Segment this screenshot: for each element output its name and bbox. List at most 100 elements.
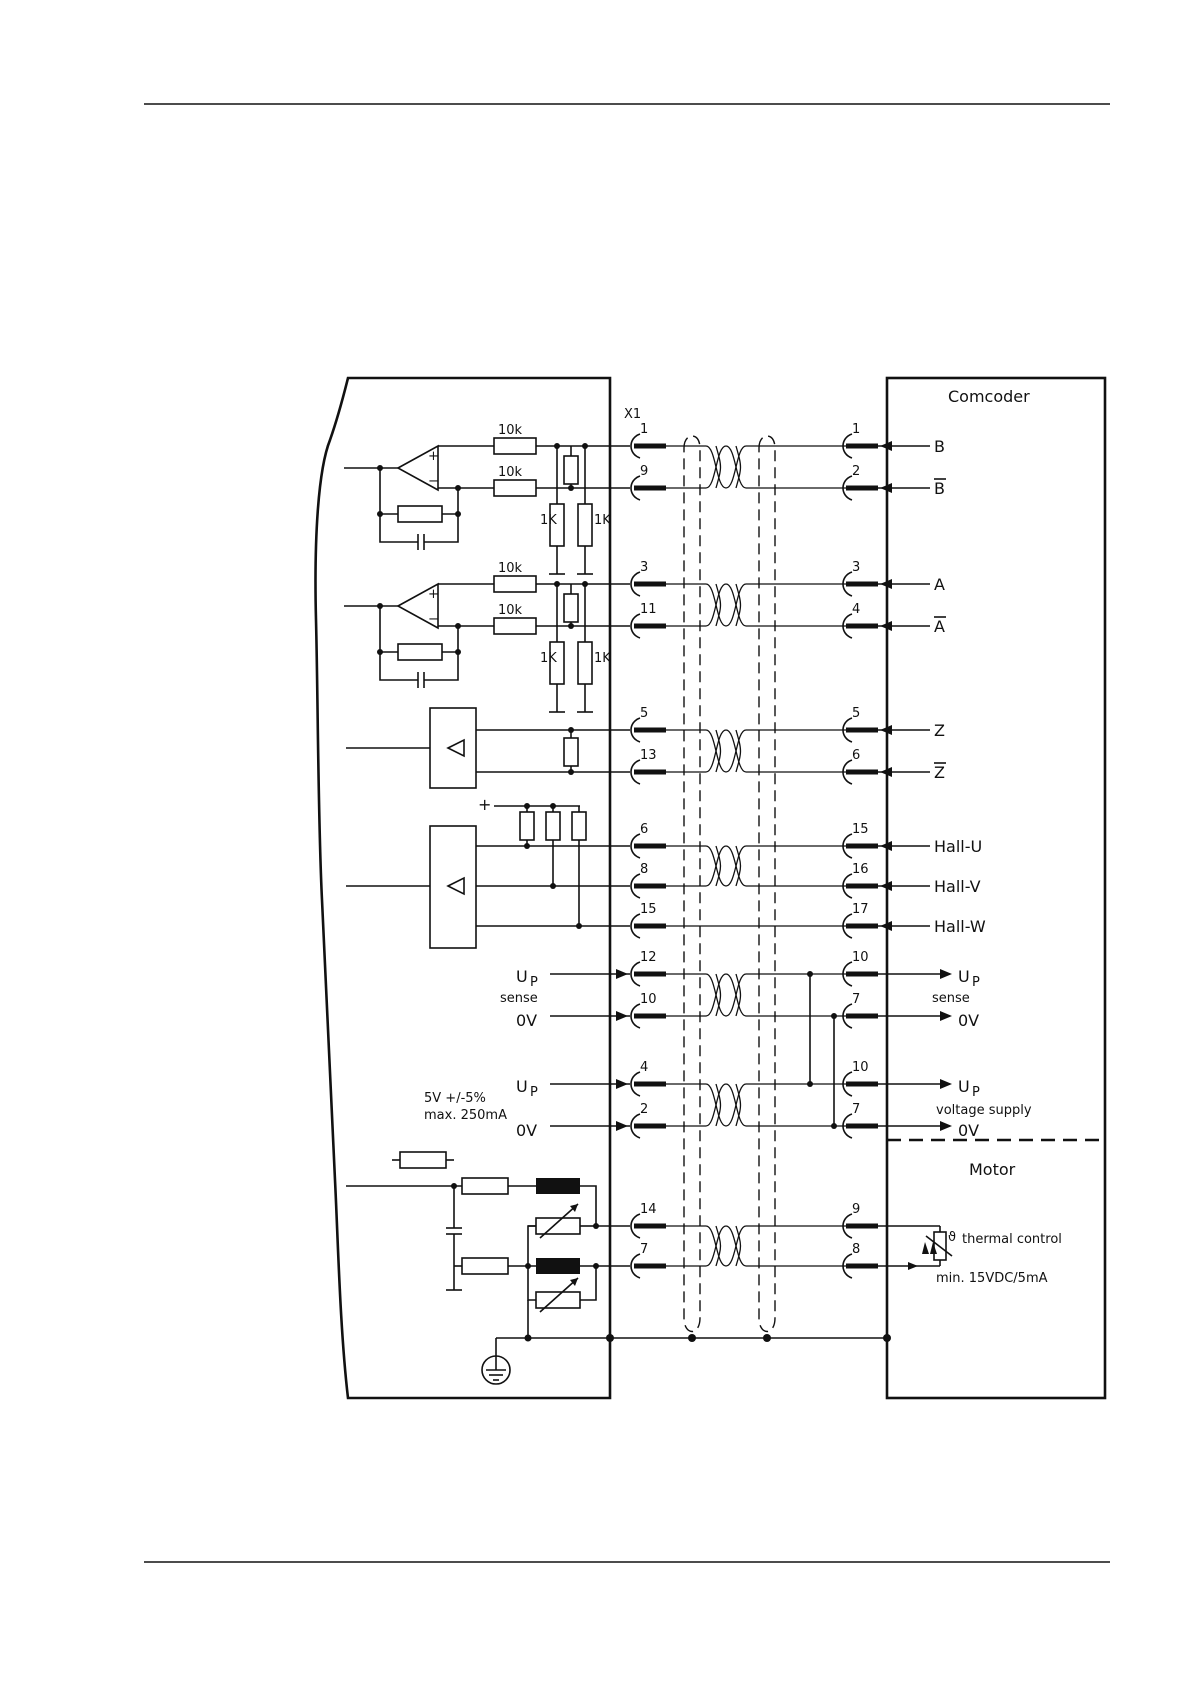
pin-number: 17	[852, 902, 869, 917]
plus-sign: +	[478, 795, 491, 814]
svg-text:P: P	[972, 1085, 980, 1100]
arrow-icon	[940, 1121, 952, 1131]
svg-text:P: P	[530, 1085, 538, 1100]
pin-number: 13	[640, 748, 657, 763]
sense-labels-left: U P sense 0V U P 5V +/-5% max. 250mA 0V	[424, 967, 538, 1140]
signal-label: Z	[934, 721, 945, 740]
twisted-wire	[666, 584, 846, 626]
pin-number: 2	[640, 1102, 648, 1117]
resistor-label: 1K	[594, 651, 611, 666]
resistor-label: 1K	[540, 651, 557, 666]
signal-label: Z	[934, 763, 945, 782]
svg-text:U: U	[958, 967, 970, 986]
pin-number: 8	[852, 1242, 860, 1257]
svg-text:+: +	[428, 587, 439, 602]
sense-labels-right: U P sense 0V U P voltage supply 0V	[932, 967, 1032, 1140]
signal-label: Hall-U	[934, 837, 982, 856]
pin-number: 4	[852, 602, 860, 617]
svg-text:0V: 0V	[516, 1121, 537, 1140]
pin-number: 8	[640, 862, 648, 877]
arrow-icon	[616, 1079, 628, 1089]
svg-text:−: −	[428, 474, 439, 489]
pin-number: 10	[852, 950, 869, 965]
shield-ground	[482, 1334, 891, 1384]
twisted-wire	[666, 974, 846, 1016]
twisted-wire	[666, 1084, 846, 1126]
pin-number: 5	[640, 706, 648, 721]
svg-text:sense: sense	[500, 991, 538, 1006]
pin-number: 15	[640, 902, 657, 917]
svg-text:0V: 0V	[958, 1011, 979, 1030]
svg-text:U: U	[516, 967, 528, 986]
pin-number: 9	[852, 1202, 860, 1217]
resistor-label: 1K	[594, 513, 611, 528]
svg-text:voltage supply: voltage supply	[936, 1103, 1032, 1118]
pin-number: 2	[852, 464, 860, 479]
receiver-a: + −	[344, 576, 630, 712]
pin-number: 15	[852, 822, 869, 837]
signal-label: B	[934, 479, 945, 498]
receiver-z	[346, 708, 630, 788]
svg-text:U: U	[516, 1077, 528, 1096]
svg-text:max. 250mA: max. 250mA	[424, 1108, 507, 1123]
twisted-wire	[666, 846, 846, 886]
twisted-wire	[666, 1226, 846, 1266]
svg-text:5V +/-5%: 5V +/-5%	[424, 1091, 486, 1106]
sense-bridge	[807, 971, 837, 1129]
pin-number: 3	[640, 560, 648, 575]
pin-number: 6	[640, 822, 648, 837]
thermal-sensor: ϑ thermal control min. 15VDC/5mA	[870, 1226, 1062, 1286]
signal-label: B	[934, 437, 945, 456]
twisted-wire	[666, 446, 846, 488]
arrow-icon	[616, 1121, 628, 1131]
receiver-b: + −	[344, 438, 630, 574]
resistor-label: 10k	[498, 603, 523, 618]
connector-label: X1	[624, 407, 641, 422]
resistor-label: 10k	[498, 423, 523, 438]
motor-title: Motor	[969, 1160, 1016, 1179]
twisted-wire	[666, 730, 846, 772]
twisted-wire	[666, 584, 846, 626]
connector-pins	[631, 434, 878, 1278]
pin-number: 5	[852, 706, 860, 721]
thermal-spec: min. 15VDC/5mA	[936, 1271, 1048, 1286]
svg-text:ϑ: ϑ	[948, 1230, 956, 1245]
pin-number: 7	[852, 1102, 860, 1117]
signal-label: A	[934, 575, 945, 594]
twisted-wire	[666, 974, 846, 1016]
signal-label: Hall-V	[934, 877, 981, 896]
pin-number: 7	[640, 1242, 648, 1257]
pin-number: 1	[640, 422, 648, 437]
arrow-icon	[616, 969, 628, 979]
pin-number: 9	[640, 464, 648, 479]
svg-text:0V: 0V	[958, 1121, 979, 1140]
arrow-icon	[940, 1011, 952, 1021]
twisted-wire	[666, 1084, 846, 1126]
pin-number: 4	[640, 1060, 648, 1075]
twisted-wire	[666, 730, 846, 772]
thermal-filter	[346, 1152, 630, 1338]
pin-number: 16	[852, 862, 869, 877]
arrow-icon	[940, 1079, 952, 1089]
twisted-wire	[666, 446, 846, 488]
svg-text:−: −	[428, 612, 439, 627]
svg-text:P: P	[530, 975, 538, 990]
resistor-label: 10k	[498, 465, 523, 480]
pin-number: 1	[852, 422, 860, 437]
svg-text:+: +	[428, 449, 439, 464]
pin-labels: 11B92B33A114A55Z136Z615Hall-U816Hall-V15…	[640, 422, 986, 1257]
twisted-wire	[666, 1226, 846, 1266]
pin-number: 10	[640, 992, 657, 1007]
arrow-icon	[940, 969, 952, 979]
pin-number: 14	[640, 1202, 657, 1217]
pin-number: 6	[852, 748, 860, 763]
arrow-icon	[616, 1011, 628, 1021]
svg-text:0V: 0V	[516, 1011, 537, 1030]
svg-text:sense: sense	[932, 991, 970, 1006]
pin-number: 3	[852, 560, 860, 575]
twisted-wire	[666, 846, 846, 886]
resistor-label: 10k	[498, 561, 523, 576]
resistor-label: 1K	[540, 513, 557, 528]
receiver-hall: +	[346, 795, 630, 948]
